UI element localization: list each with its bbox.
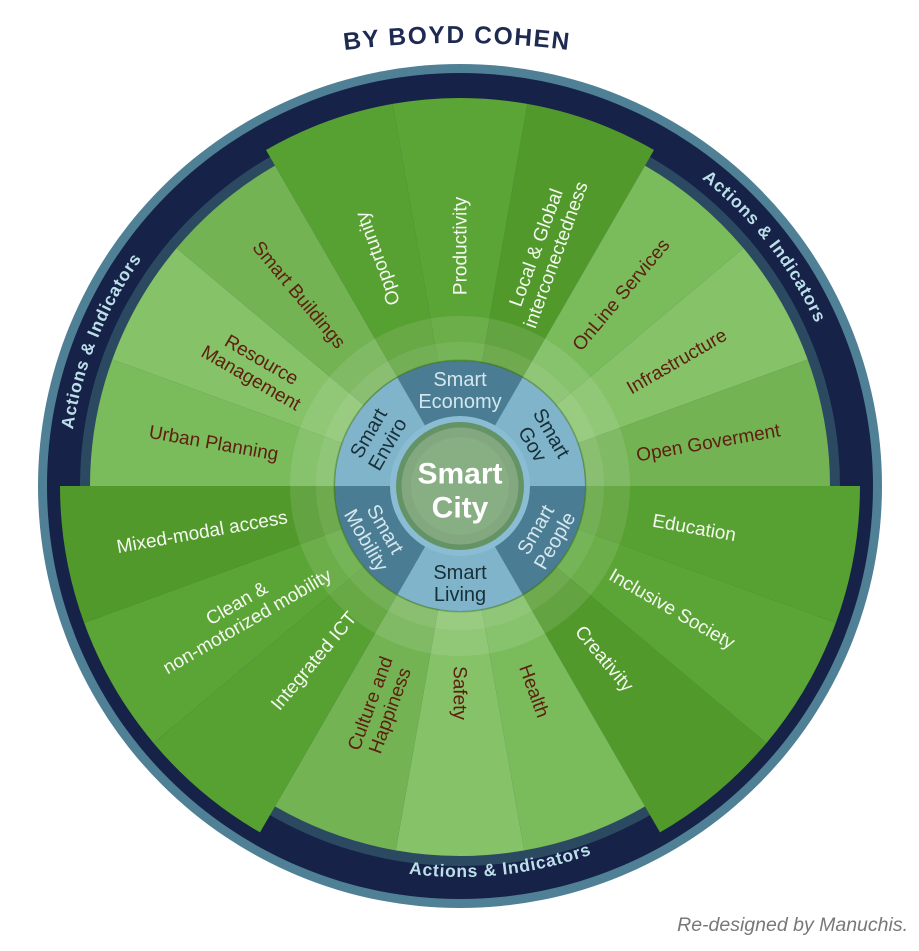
wedge-health [481,594,645,851]
wedge-mixed-modal-access [60,486,343,623]
wedge-clean-non-motorized-mobility [84,528,365,744]
blue-ring-outline [333,359,587,613]
wedge-urban-planning [90,359,343,486]
inner-light-band [290,316,630,656]
wedge-integrated-ict [153,566,398,833]
wedge-safety [395,609,525,856]
sector-smart-gov [493,377,585,486]
wedge-label-productivity: Productivity [451,196,472,295]
wedge-local-global-interconectedness [481,103,654,378]
wedge-education [577,486,860,623]
wedge-opportunity [266,103,439,378]
sector-smart-living [397,543,523,611]
wedge-resource-management [112,248,365,444]
wedge-label-safety: Safety [448,666,469,720]
hub-highlight [411,437,509,535]
diagram-title: BY BOYD COHEN [342,22,572,56]
wedge-smart-buildings [176,165,398,406]
sector-smart-mobility [335,486,427,595]
wedge-inclusive-society [555,528,836,744]
wedge-productivity [392,98,528,363]
wedge-culture-and-happiness [275,594,439,851]
credit: Re-designed by Manuchis. [677,914,908,936]
sector-smart-economy [397,361,523,429]
inner-light-band-2 [316,342,604,630]
wedge-open-goverment [577,359,830,486]
wedge-infrastructure [555,248,808,444]
sector-smart-enviro [335,377,427,486]
wedge-creativity [522,566,767,833]
sector-smart-people [493,486,585,595]
wedge-online-services [522,165,744,406]
